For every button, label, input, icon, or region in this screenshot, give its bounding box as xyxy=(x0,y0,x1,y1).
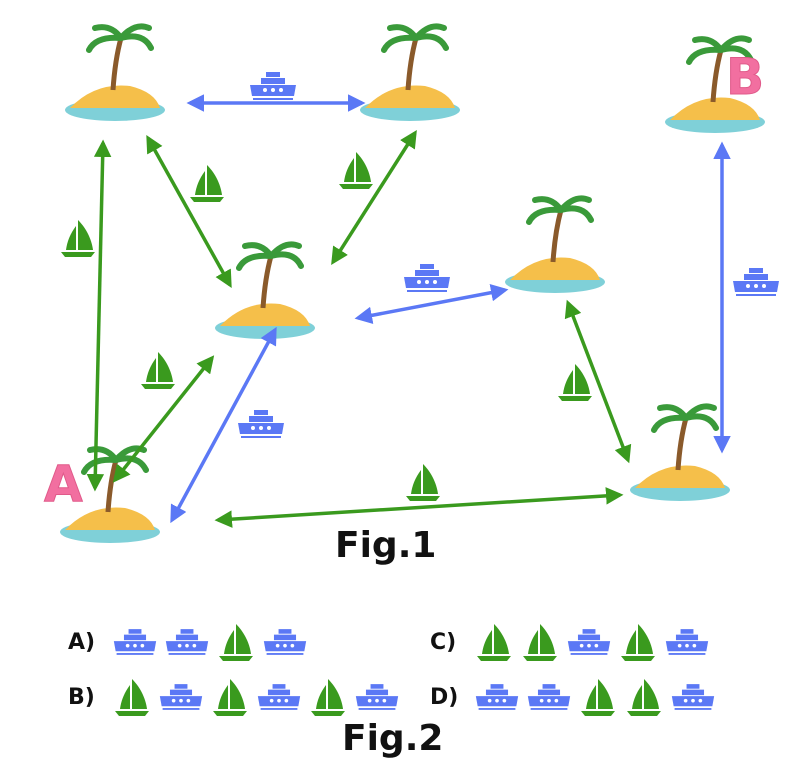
route-top-left-a-sail xyxy=(86,139,112,492)
sailboat-icon xyxy=(581,679,615,716)
option-label: B) xyxy=(68,684,95,710)
ship-icon xyxy=(263,629,307,655)
sailboat-icon xyxy=(311,679,345,716)
ship-icon xyxy=(355,684,399,710)
option-a[interactable]: A) xyxy=(68,622,308,662)
route-center-right-middle-ship xyxy=(354,284,509,324)
ship-icon xyxy=(527,684,571,710)
fig2-caption: Fig.2 xyxy=(342,718,444,759)
ship-icon xyxy=(671,684,715,710)
sailboat-icon xyxy=(61,220,95,257)
ship-icon xyxy=(113,629,157,655)
route-right-middle-bottom-right-sail xyxy=(564,299,632,464)
option-label: C) xyxy=(430,629,457,655)
ship-icon xyxy=(250,72,296,100)
sailboat-icon xyxy=(523,624,557,661)
island-a-label: A xyxy=(44,455,84,514)
route-top-middle-center-sail xyxy=(331,130,417,265)
ship-icon xyxy=(257,684,301,710)
option-b[interactable]: B) xyxy=(68,677,400,717)
ship-icon xyxy=(475,684,519,710)
island-center xyxy=(215,244,315,339)
ship-icon xyxy=(665,629,709,655)
sailboat-icon xyxy=(627,679,661,716)
fig1-caption: Fig.1 xyxy=(335,525,437,566)
sailboat-icon xyxy=(115,679,149,716)
sailboat-icon xyxy=(477,624,511,661)
sailboat-icon xyxy=(219,624,253,661)
option-label: D) xyxy=(430,684,459,710)
sailboat-icon xyxy=(339,152,373,189)
sailboat-icon xyxy=(141,352,175,389)
ship-icon xyxy=(733,268,779,296)
island-right-middle xyxy=(505,198,605,293)
ship-icon xyxy=(567,629,611,655)
sailboat-icon xyxy=(558,364,592,401)
ship-icon xyxy=(165,629,209,655)
route-top-left-center-sail xyxy=(146,134,232,289)
option-label: A) xyxy=(68,629,96,655)
ship-icon xyxy=(238,410,284,438)
sailboat-icon xyxy=(621,624,655,661)
island-bottom-right xyxy=(630,406,730,501)
option-c[interactable]: C) xyxy=(430,622,710,662)
island-b-label: B xyxy=(725,48,765,107)
sailboat-icon xyxy=(406,464,440,501)
route-a-center-ship xyxy=(170,326,277,524)
option-d[interactable]: D) xyxy=(430,677,716,717)
sailboat-icon xyxy=(213,679,247,716)
island-top-middle xyxy=(360,26,460,121)
ship-icon xyxy=(404,264,450,292)
route-a-bottom-right-sail xyxy=(214,487,624,528)
sailboat-icon xyxy=(190,165,224,202)
ship-icon xyxy=(159,684,203,710)
island-top-left xyxy=(65,26,165,121)
